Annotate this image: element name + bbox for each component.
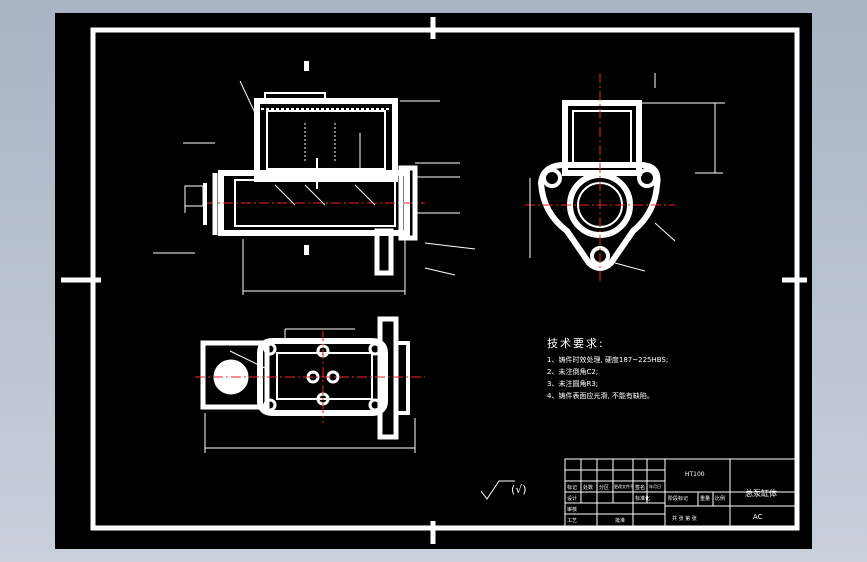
- label-sheet: 共 张 第 张: [672, 516, 697, 522]
- technical-requirements: 技术要求: 1、铸件时效处理, 硬度187~225HBS; 2、未注倒角C2; …: [547, 335, 668, 402]
- label-review: 审核: [567, 507, 578, 513]
- requirement-item: 3、未注圆角R3;: [547, 380, 599, 388]
- label-process: 工艺: [567, 518, 578, 524]
- drawing-canvas: 技术要求: 1、铸件时效处理, 硬度187~225HBS; 2、未注倒角C2; …: [55, 13, 812, 549]
- label-weight: 重量: [700, 496, 711, 502]
- part-name: 总泵缸体: [745, 489, 777, 498]
- header-change-doc: 更改文件号: [614, 484, 634, 489]
- drawing-border: [90, 27, 800, 531]
- front-view: [153, 61, 476, 295]
- requirement-item: 1、铸件时效处理, 硬度187~225HBS;: [547, 356, 669, 364]
- top-view: [195, 316, 425, 453]
- centering-marks: [61, 17, 807, 544]
- header-date: 年月日: [649, 484, 661, 489]
- label-scale: 比例: [715, 496, 726, 502]
- header-zone: 分区: [599, 485, 610, 491]
- label-standardize: 标准化: [635, 496, 651, 502]
- label-stage-mark: 阶段标记: [668, 496, 689, 502]
- requirements-title: 技术要求:: [547, 337, 605, 350]
- requirement-item: 4、铸件表面应光滑, 不能有缺陷。: [547, 392, 654, 400]
- header-count: 处数: [583, 485, 594, 491]
- header-mark: 标记: [567, 485, 578, 491]
- cad-drawing: [61, 17, 807, 544]
- surface-roughness-symbol: [480, 480, 515, 500]
- surface-symbol-note: (√): [511, 483, 527, 496]
- header-signature: 签名: [635, 485, 646, 491]
- requirement-item: 2、未注倒角C2;: [547, 368, 599, 376]
- material-label: HT100: [685, 471, 705, 478]
- drawing-code: AC: [753, 513, 763, 521]
- label-design: 设计: [567, 496, 578, 502]
- label-approve: 批准: [615, 518, 626, 524]
- title-block: [564, 458, 796, 528]
- side-view: [525, 73, 725, 283]
